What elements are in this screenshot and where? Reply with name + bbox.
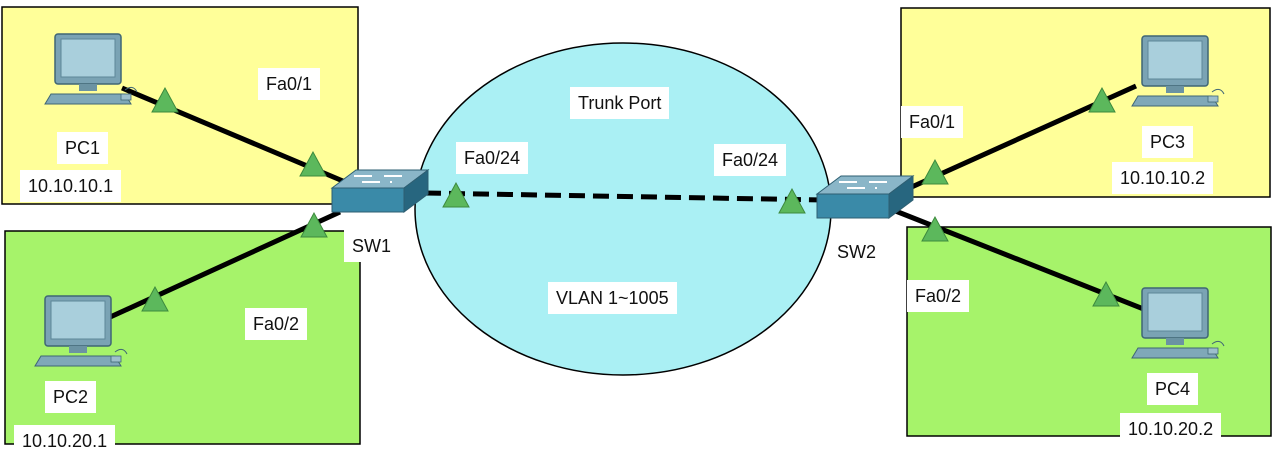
port-indicator-icon (921, 215, 949, 242)
sw2-fa02-label: Fa0/2 (907, 280, 970, 312)
pc2-ip: 10.10.20.1 (14, 425, 116, 457)
port-indicator-icon (921, 158, 949, 185)
sw1-fa01-label: Fa0/1 (258, 68, 321, 100)
zone-pc4 (906, 226, 1272, 437)
port-indicator-icon (299, 150, 327, 177)
pc4-ip: 10.10.20.2 (1120, 413, 1222, 445)
port-indicator-icon (442, 181, 470, 208)
pc3-name: PC3 (1142, 126, 1194, 158)
link-trunk (424, 190, 826, 203)
sw1-fa024-label: Fa0/24 (456, 142, 529, 174)
pc3-ip: 10.10.10.2 (1112, 162, 1214, 194)
pc4-name: PC4 (1147, 373, 1199, 405)
sw2-fa024-label: Fa0/24 (714, 144, 787, 176)
pc1-name: PC1 (57, 132, 109, 164)
port-indicator-icon (141, 285, 169, 312)
port-indicator-icon (300, 211, 328, 238)
sw1-name: SW1 (344, 230, 400, 262)
port-indicator-icon (1092, 280, 1120, 307)
trunk-title: Trunk Port (570, 87, 670, 119)
pc1-ip: 10.10.10.1 (20, 170, 122, 202)
sw2-name: SW2 (829, 236, 885, 268)
sw2-fa01-label: Fa0/1 (901, 106, 964, 138)
link-pc2-sw1 (106, 209, 342, 321)
sw1-fa02-label: Fa0/2 (245, 308, 308, 340)
port-indicator-icon (778, 187, 806, 214)
port-indicator-icon (151, 86, 179, 113)
trunk-vlan-range: VLAN 1~1005 (548, 282, 677, 314)
port-indicator-icon (1088, 86, 1116, 113)
pc2-name: PC2 (45, 381, 97, 413)
